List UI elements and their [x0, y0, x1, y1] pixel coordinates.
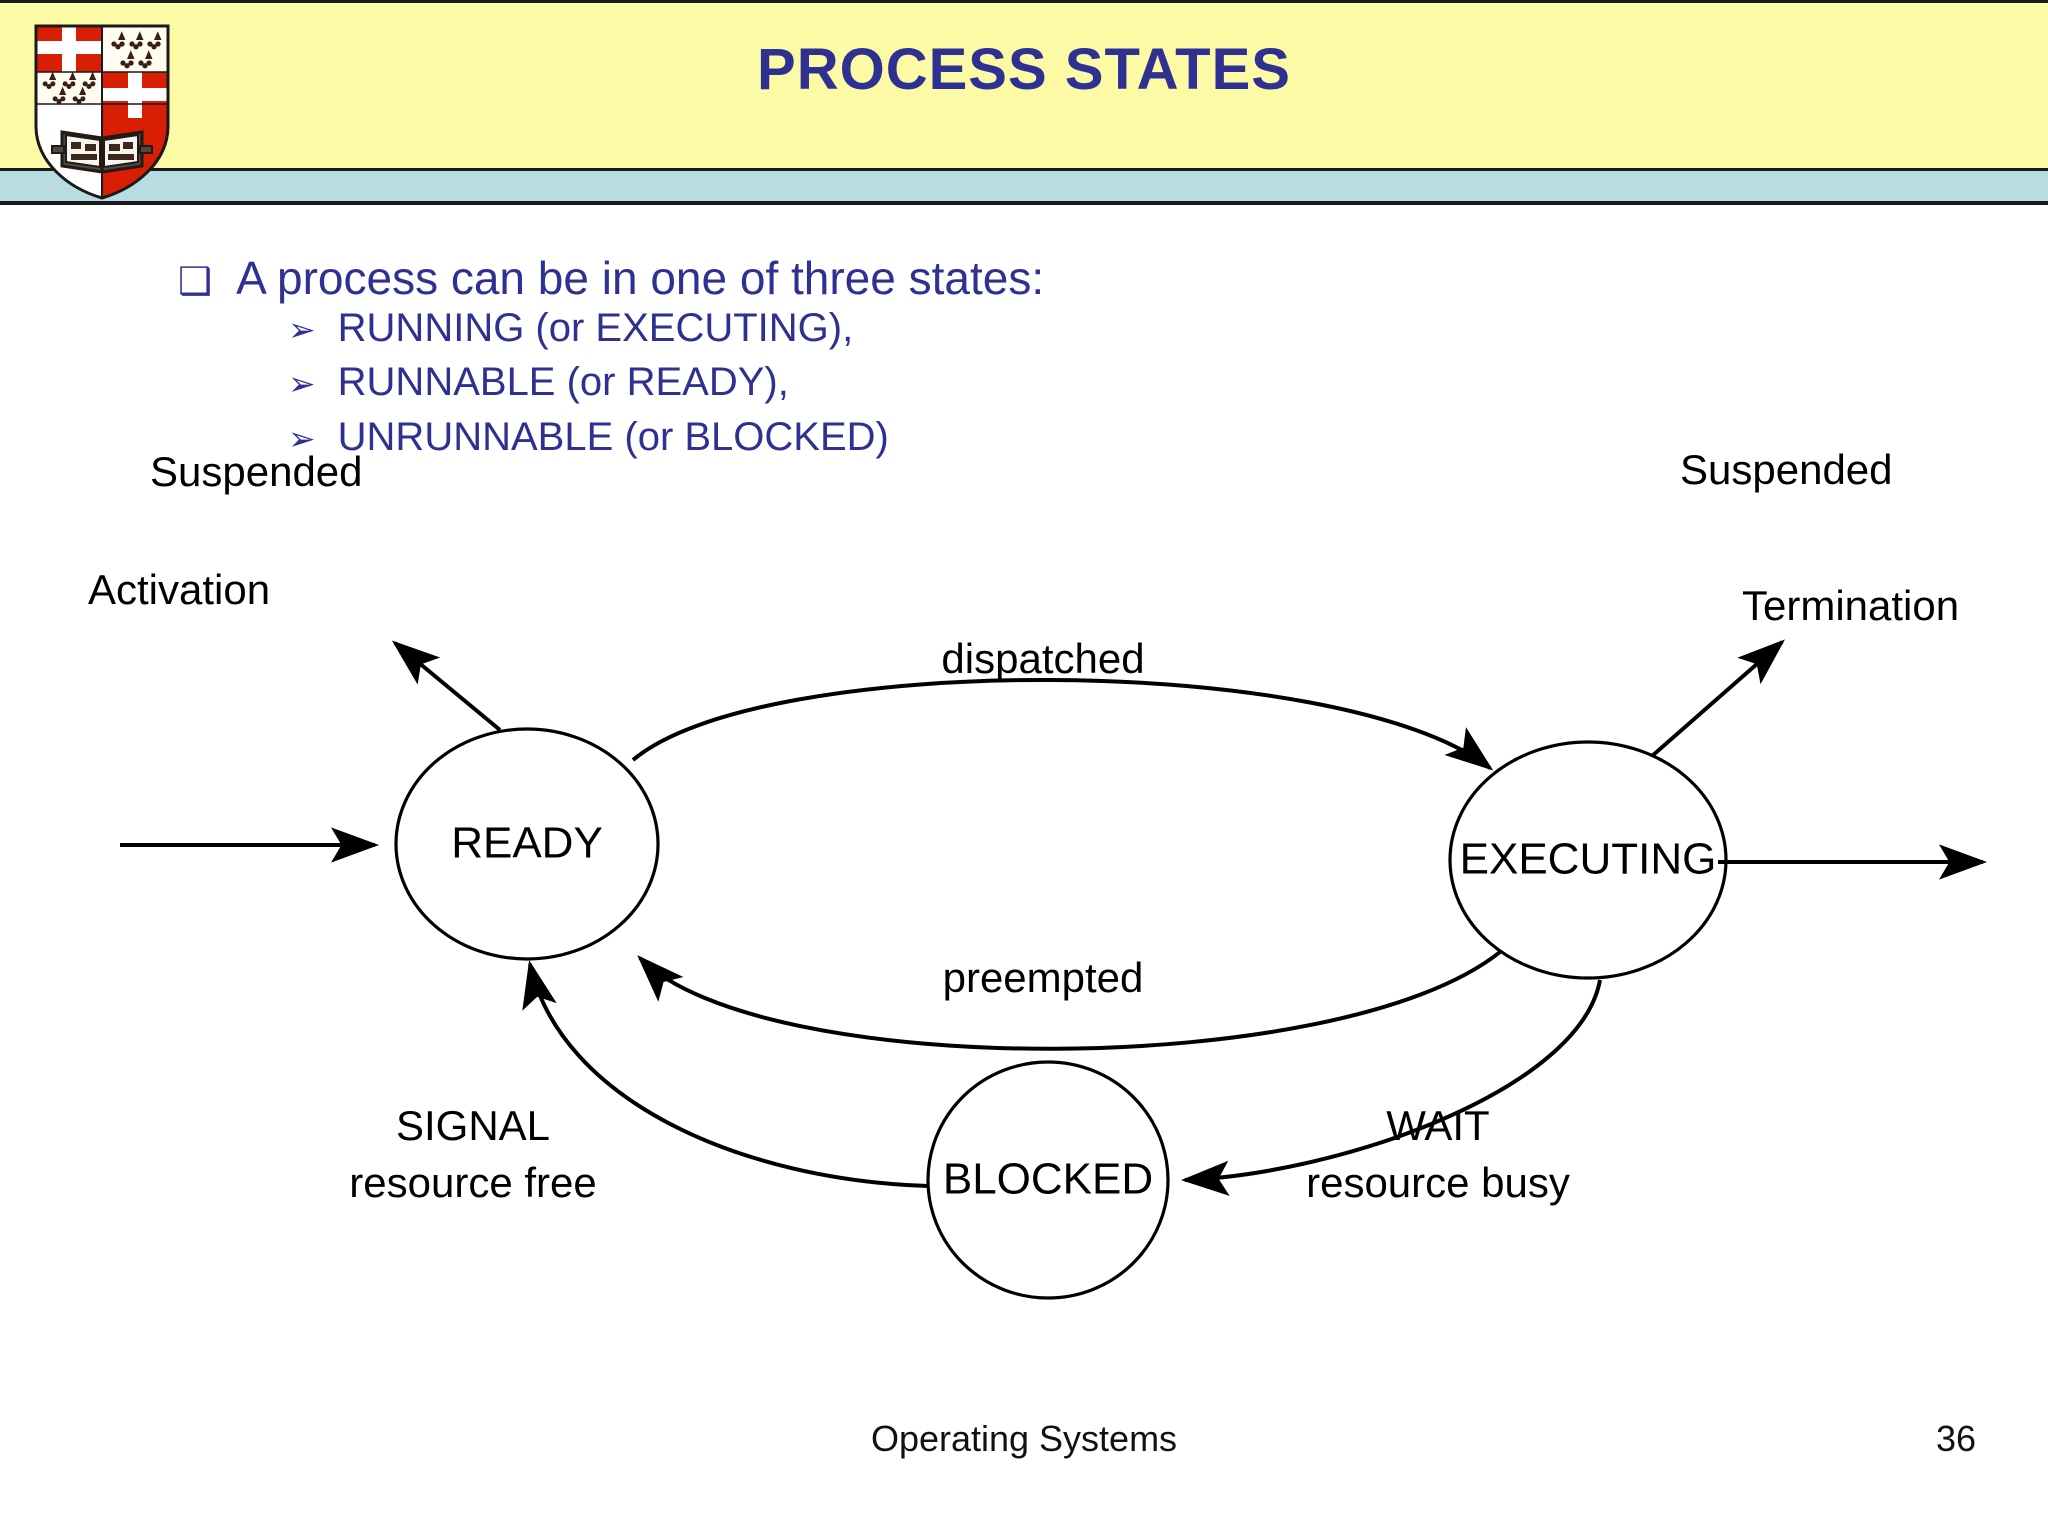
footer-course-title: Operating Systems: [870, 1418, 1178, 1459]
label-termination: Termination: [1742, 582, 1960, 629]
edge-suspended-right: [1650, 639, 1786, 758]
state-label-executing: EXECUTING: [1460, 835, 1717, 884]
edge-label-signal-line2: resource free: [349, 1159, 596, 1206]
edge-signal: [522, 960, 929, 1188]
sub-bullet-text-running: RUNNING (or EXECUTING),: [337, 306, 854, 350]
arrow-bullet-icon: ➢: [288, 311, 316, 348]
footer-page-number: 36: [1935, 1418, 1976, 1459]
state-label-ready: READY: [451, 819, 603, 868]
sub-bullet-item-running: ➢ RUNNING (or EXECUTING),: [288, 301, 2048, 355]
square-bullet-icon: ❑: [178, 261, 213, 303]
edge-dispatched: [631, 677, 1494, 771]
header-band: [0, 0, 2048, 171]
state-node-blocked: [926, 1060, 1170, 1300]
sub-bullet-text-unrunnable: UNRUNNABLE (or BLOCKED): [337, 414, 889, 459]
page-title: PROCESS STATES: [757, 37, 1291, 102]
bullet-item-states: ❑ A process can be in one of three state…: [178, 255, 2048, 301]
edge-wait: [1181, 979, 1602, 1196]
state-label-blocked: BLOCKED: [943, 1155, 1153, 1204]
label-activation: Activation: [88, 566, 271, 613]
edge-label-preempted: preempted: [943, 954, 1144, 1001]
edge-preempted: [637, 950, 1502, 1051]
bullet-list: ❑ A process can be in one of three state…: [0, 255, 2048, 464]
arrow-bullet-icon: ➢: [288, 419, 316, 457]
label-suspended-right: Suspended: [1680, 446, 1893, 493]
arrow-bullet-icon: ➢: [288, 365, 316, 403]
bullet-text-states: A process can be in one of three states:: [236, 252, 1045, 304]
edge-label-wait-line2: resource busy: [1306, 1159, 1570, 1206]
label-suspended-left: Suspended: [150, 448, 363, 495]
process-state-diagram: READY EXECUTING BLOCKED dispatched preem…: [0, 446, 2048, 1420]
header-accent-rule: [0, 171, 2048, 205]
edge-suspended-left: [391, 640, 502, 732]
sub-bullet-text-runnable: RUNNABLE (or READY),: [337, 360, 789, 405]
university-crest-icon: [32, 22, 172, 202]
edge-label-signal-line1: SIGNAL: [396, 1102, 550, 1149]
edge-label-wait-line1: WAIT: [1386, 1102, 1489, 1149]
sub-bullet-item-runnable: ➢ RUNNABLE (or READY),: [288, 355, 2048, 409]
sub-bullet-item-unrunnable: ➢ UNRUNNABLE (or BLOCKED): [288, 410, 2048, 464]
edge-label-dispatched: dispatched: [941, 635, 1144, 682]
state-node-ready: [394, 727, 660, 961]
